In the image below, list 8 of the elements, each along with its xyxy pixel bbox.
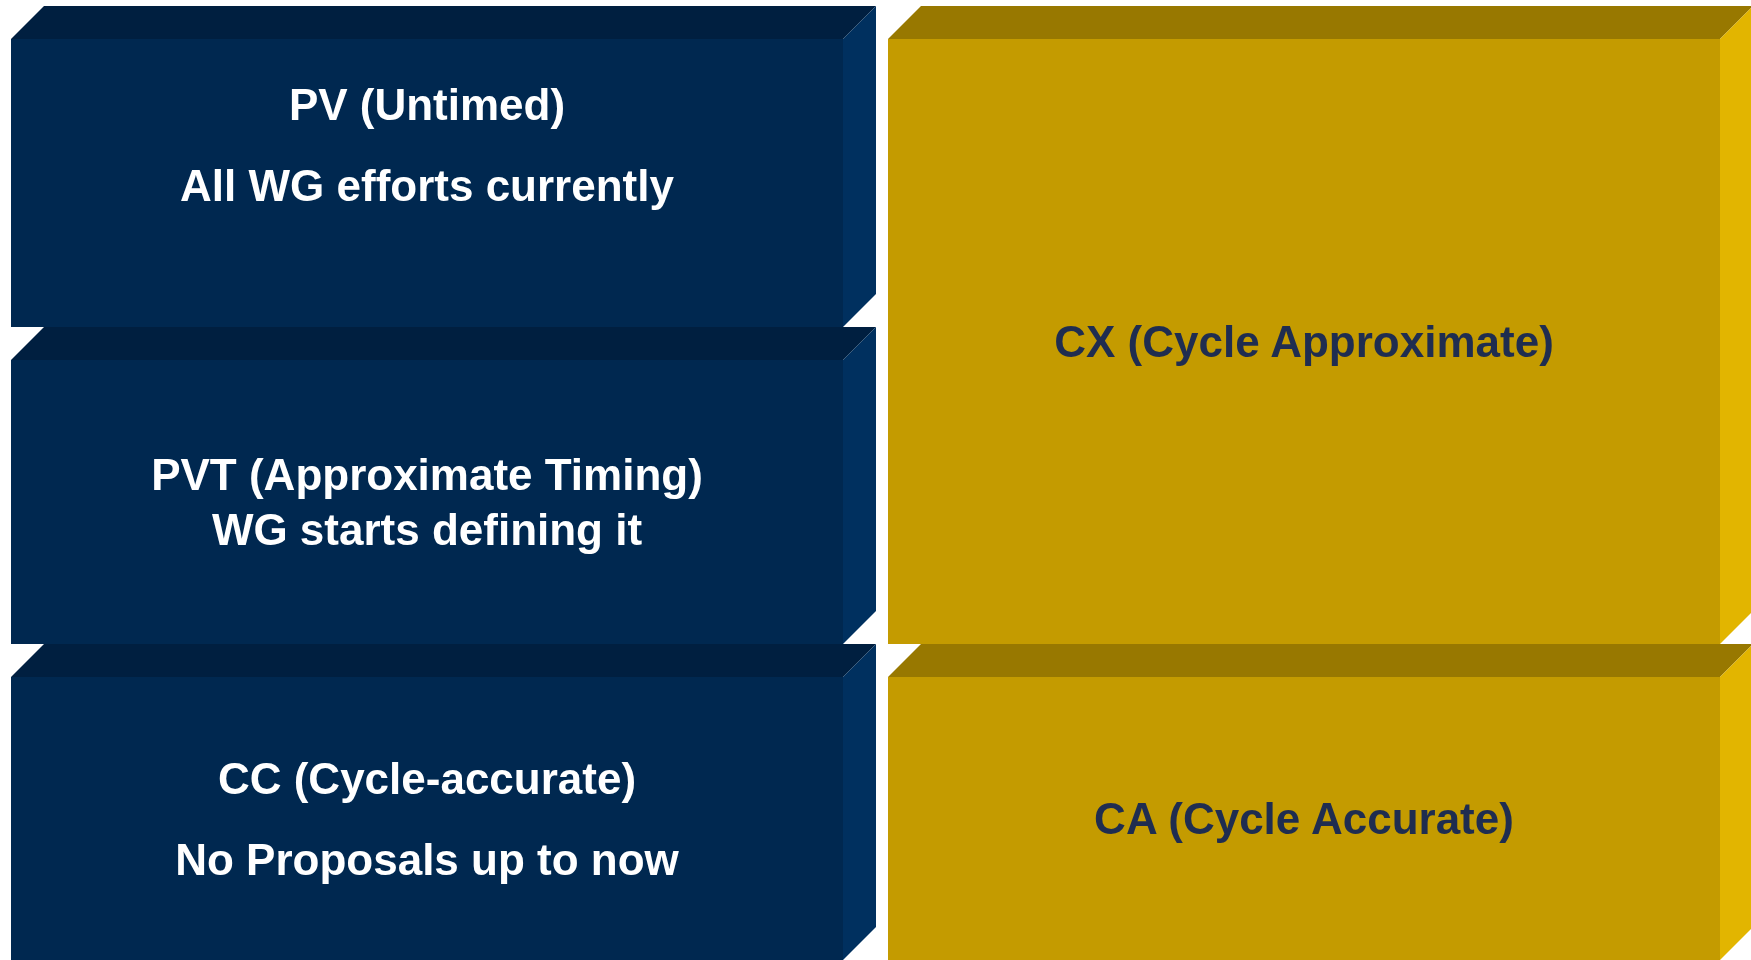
block-title: CA (Cycle Accurate): [1094, 793, 1514, 845]
block-title: PV (Untimed): [288, 79, 566, 131]
block-title: CX (Cycle Approximate): [1054, 316, 1554, 368]
block-title: PVT (Approximate Timing): [151, 449, 703, 501]
block-subtitle: All WG efforts currently: [180, 160, 674, 212]
block-title: CC (Cycle-accurate): [217, 752, 637, 805]
block-subtitle: No Proposals up to now: [175, 833, 679, 886]
block-subtitle: WG starts defining it: [211, 504, 643, 556]
